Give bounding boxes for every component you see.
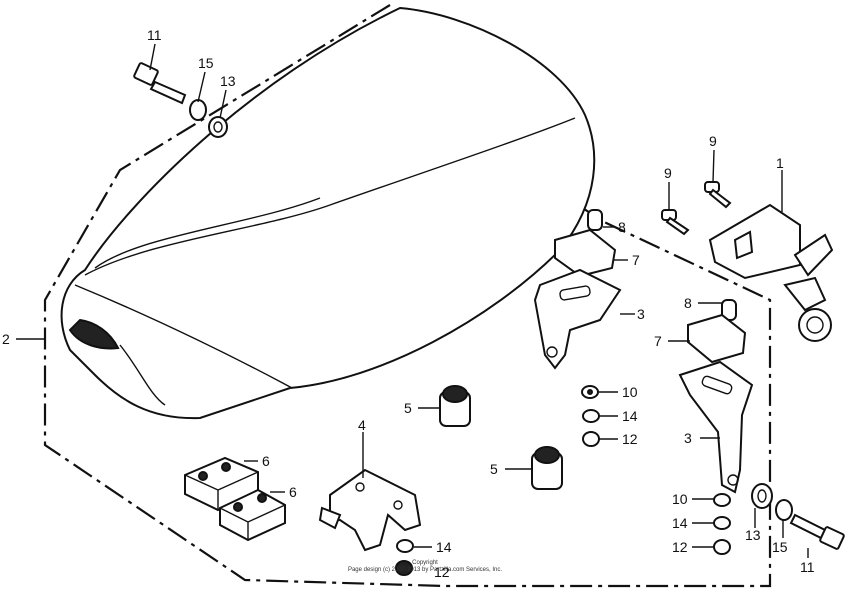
callout-numbers: 1 2 3 3 4 5 5 6 6 7 7 8 8 9 9 10 10 11 1… bbox=[2, 27, 815, 580]
bracket-3-lower[interactable] bbox=[678, 360, 754, 494]
callout-8-upper: 8 bbox=[618, 219, 626, 235]
seat-part[interactable] bbox=[60, 6, 596, 420]
washer-15-right[interactable] bbox=[775, 499, 793, 521]
washer-14-left[interactable] bbox=[396, 539, 414, 553]
callout-9-lower: 9 bbox=[664, 165, 672, 181]
washer-13-left[interactable] bbox=[208, 116, 228, 138]
callout-14-low: 14 bbox=[672, 515, 688, 531]
screw-9-lower[interactable] bbox=[661, 209, 690, 236]
block-6-lower[interactable] bbox=[219, 488, 286, 542]
callout-13-right: 13 bbox=[745, 527, 761, 543]
screw-9-upper[interactable] bbox=[704, 181, 732, 209]
washer-15-left[interactable] bbox=[189, 99, 207, 121]
nut-12-mid[interactable] bbox=[582, 431, 600, 447]
callout-10-low: 10 bbox=[672, 491, 688, 507]
callout-14-left: 14 bbox=[436, 539, 452, 555]
clamp-7-lower[interactable] bbox=[687, 313, 747, 364]
callout-4: 4 bbox=[358, 417, 366, 433]
nut-12-low[interactable] bbox=[713, 539, 731, 555]
callout-7-upper: 7 bbox=[632, 252, 640, 268]
bolt-11-left[interactable] bbox=[133, 62, 187, 105]
assembly-boundary bbox=[43, 4, 772, 588]
callout-8-lower: 8 bbox=[684, 295, 692, 311]
callout-6-lower: 6 bbox=[289, 484, 297, 500]
callout-14-mid: 14 bbox=[622, 408, 638, 424]
callout-7-lower: 7 bbox=[654, 333, 662, 349]
washer-14-mid[interactable] bbox=[582, 409, 600, 423]
callout-10-mid: 10 bbox=[622, 384, 638, 400]
bolt-11-right[interactable] bbox=[789, 513, 845, 550]
callout-11-right: 11 bbox=[800, 559, 815, 575]
callout-12-low: 12 bbox=[672, 539, 688, 555]
callout-2: 2 bbox=[2, 331, 10, 347]
leader-lines bbox=[16, 43, 809, 558]
callout-13-left: 13 bbox=[220, 73, 236, 89]
bracket-3-upper[interactable] bbox=[533, 268, 622, 370]
collar-8-upper[interactable] bbox=[587, 209, 603, 231]
callout-6-upper: 6 bbox=[262, 453, 270, 469]
washer-13-right[interactable] bbox=[751, 483, 773, 509]
cushion-5-lower[interactable] bbox=[531, 446, 563, 490]
copyright-notice: Copyright Page design (c) 2007-2013 by P… bbox=[300, 560, 550, 574]
callout-11-left: 11 bbox=[147, 27, 162, 43]
callout-15-left: 15 bbox=[198, 55, 214, 71]
clamp-7-upper[interactable] bbox=[554, 228, 617, 278]
callout-12-left: 12 bbox=[434, 564, 450, 580]
copyright-line-2: Page design (c) 2007-2013 by Partzilla.c… bbox=[347, 567, 503, 573]
cushion-5-upper[interactable] bbox=[439, 385, 471, 427]
bracket-4-part[interactable] bbox=[318, 468, 422, 552]
callout-3-lower: 3 bbox=[684, 430, 692, 446]
seat-lock-part[interactable] bbox=[708, 203, 834, 342]
callout-3-upper: 3 bbox=[637, 306, 645, 322]
copyright-line-1: Copyright bbox=[412, 560, 438, 566]
nut-12-left[interactable] bbox=[395, 560, 413, 576]
washer-14-low[interactable] bbox=[713, 516, 731, 530]
callout-5-lower: 5 bbox=[490, 461, 498, 477]
callout-5-upper: 5 bbox=[404, 400, 412, 416]
washer-10-low[interactable] bbox=[713, 493, 731, 507]
callout-1: 1 bbox=[776, 155, 784, 171]
callout-12-mid: 12 bbox=[622, 431, 638, 447]
callout-15-right: 15 bbox=[772, 539, 788, 555]
callout-9-upper: 9 bbox=[709, 133, 717, 149]
